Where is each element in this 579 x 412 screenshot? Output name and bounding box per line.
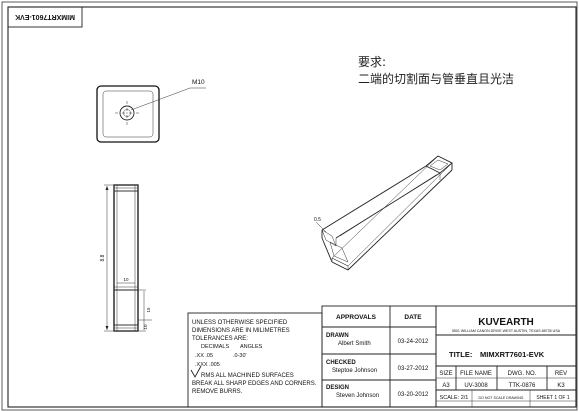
- corner-label: MIMXRT7601-EVK: [15, 13, 75, 20]
- top-view-outer: [96, 85, 160, 143]
- dim-total-label: 8.8: [100, 254, 106, 261]
- size-label: SIZE: [439, 371, 452, 377]
- dim-a-label: 10: [123, 277, 129, 282]
- checked-name: Steptoe Johnson: [332, 368, 377, 374]
- notes-line-3: TOLERANCES ARE:: [192, 336, 248, 342]
- notes-rms: RMS ALL MACHINED SURFACES: [201, 373, 294, 379]
- checkmark-icon: [190, 365, 202, 378]
- iso-thickness-label: 0.5: [314, 217, 321, 223]
- approvals-header: APPROVALS: [336, 314, 377, 321]
- scale-text: SCALE: 2/1: [440, 395, 469, 401]
- notes-line-1: UNLESS OTHERWISE SPECIFIED: [192, 320, 288, 326]
- approvals-table: APPROVALS DATE DRAWN Albert Smith 03-24-…: [321, 305, 437, 408]
- design-role: DESIGN: [326, 385, 349, 391]
- angles-label: ANGLES: [240, 344, 263, 350]
- dwg-label: DWG. NO.: [508, 371, 537, 377]
- title-value: MIMXRT7601-EVK: [480, 350, 545, 359]
- notes-line1: 二端的切割面与管垂直且光洁: [358, 71, 514, 86]
- side-view: 8.8 10 15 10: [100, 184, 152, 332]
- notes-line-2: DIMENSIONS ARE IN MILIMETRES: [192, 328, 290, 334]
- file-value: UV-3008: [464, 383, 488, 389]
- drawn-role: DRAWN: [326, 333, 349, 339]
- notes-burrs: REMOVE BURRS.: [192, 389, 243, 395]
- rev-label: REV: [555, 371, 567, 377]
- angle-tolerance: .0-30': [233, 353, 247, 359]
- do-not-scale-text: DO NOT SCALE DRAWING: [479, 396, 524, 400]
- corner-label-box: MIMXRT7601-EVK: [7, 6, 83, 28]
- checked-date: 03-27-2012: [398, 366, 429, 372]
- tolerance-1: .XX .05: [195, 353, 213, 359]
- design-date: 03-20-2012: [398, 392, 429, 398]
- drawn-name: Albert Smith: [338, 341, 371, 347]
- decimals-label: DECIMALS: [201, 344, 229, 350]
- company-name: KUVEARTH: [478, 317, 534, 328]
- tolerance-2: .XXX .005: [195, 362, 220, 368]
- title-label: TITLE:: [449, 350, 472, 359]
- dim-c-label: 10: [143, 324, 148, 330]
- sheet-text: SHEET 1 OF 1: [536, 395, 569, 401]
- drawn-date: 03-24-2012: [398, 339, 429, 345]
- general-notes: UNLESS OTHERWISE SPECIFIED DIMENSIONS AR…: [187, 312, 323, 408]
- checked-role: CHECKED: [326, 360, 356, 366]
- date-header: DATE: [404, 314, 422, 321]
- dim-b-label: 15: [146, 307, 151, 313]
- iso-view: 0.5: [314, 155, 453, 271]
- rev-value: K3: [557, 383, 565, 389]
- title-block: KUVEARTH 5501 WILLIAM CANON DRIVE WEST A…: [435, 305, 577, 408]
- company-address: 5501 WILLIAM CANON DRIVE WEST AUSTIN, TE…: [452, 329, 561, 333]
- design-name: Steven Johnson: [336, 393, 379, 399]
- dwg-value: TTK-0876: [509, 383, 536, 389]
- notes-title: 要求:: [358, 55, 386, 69]
- thread-leader: [130, 87, 191, 111]
- size-value: A3: [442, 383, 450, 389]
- notes-break: BREAK ALL SHARP EDGES AND CORNERS.: [192, 381, 317, 387]
- file-label: FILE NAME: [460, 371, 492, 377]
- top-view: M10: [96, 79, 206, 143]
- thread-label: M10: [192, 79, 205, 86]
